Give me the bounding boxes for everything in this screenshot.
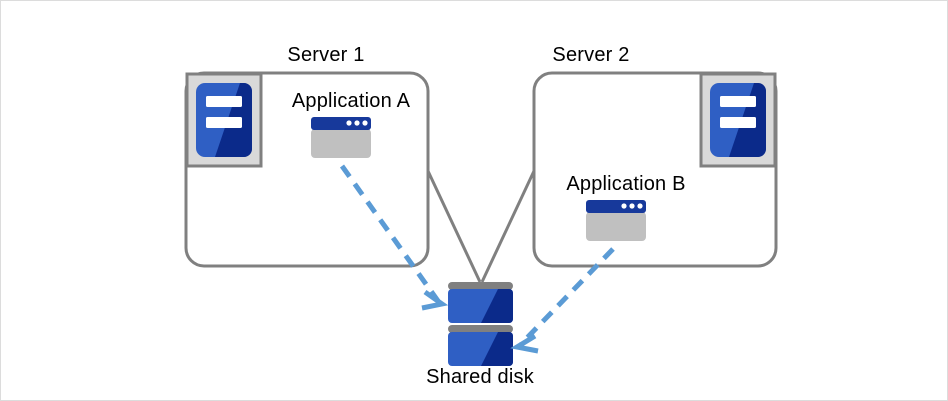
shared-disk-label: Shared disk	[426, 366, 534, 388]
connector-server1-to-disk	[426, 170, 482, 283]
server-icon	[185, 72, 263, 168]
server1-label: Server 1	[287, 44, 365, 66]
app-window-icon	[586, 200, 646, 241]
arrow-application-b-to-disk	[510, 247, 615, 354]
connector-server2-to-disk	[480, 170, 536, 283]
disk-stack-icon[interactable]	[448, 282, 513, 366]
arrow-application-a-to-disk	[339, 164, 449, 311]
app-window-icon	[311, 117, 371, 158]
application-a-label: Application A	[291, 90, 411, 112]
application-b-label: Application B	[566, 173, 686, 195]
server-icon	[699, 72, 777, 168]
server2-label: Server 2	[552, 44, 630, 66]
